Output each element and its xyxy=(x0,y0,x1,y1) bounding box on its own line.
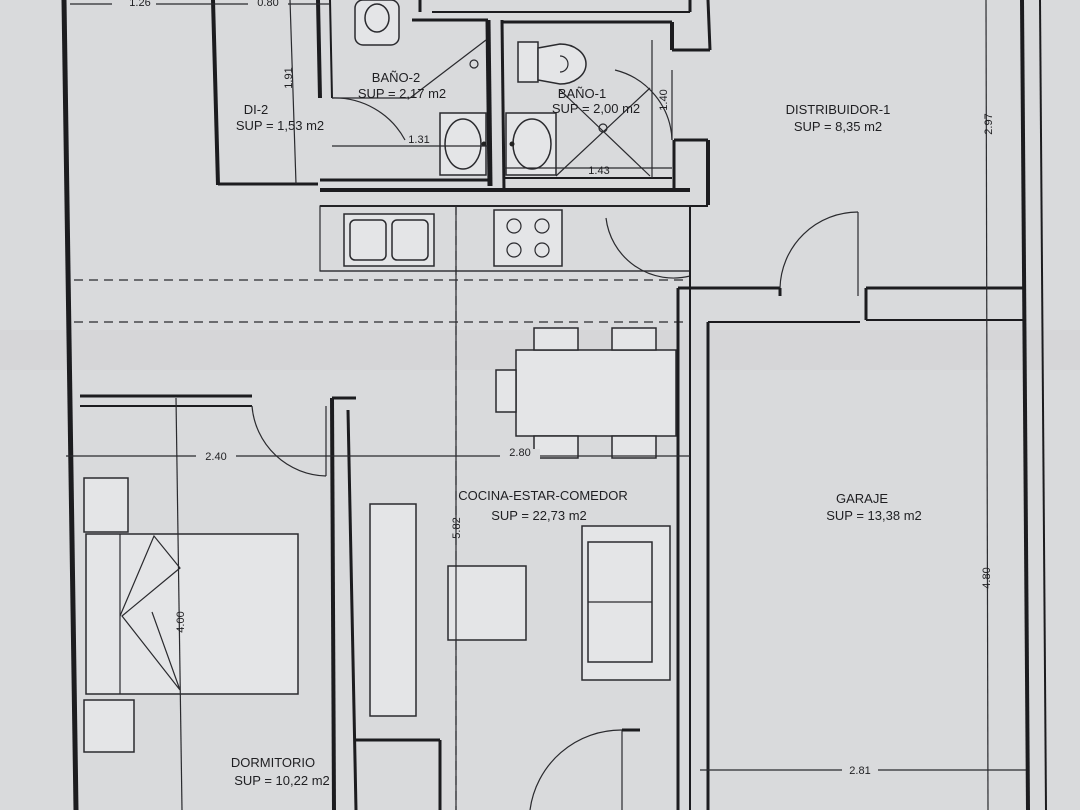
dim-4-00: 4.00 xyxy=(175,611,187,632)
bano1-area: SUP = 2,00 m2 xyxy=(552,101,640,116)
garaje-name: GARAJE xyxy=(836,491,888,506)
di2-area: SUP = 1,53 m2 xyxy=(236,118,324,133)
dim-0-80: 0.80 xyxy=(257,0,278,9)
sanitary-fixtures xyxy=(354,0,651,177)
kitchen-counter xyxy=(319,205,691,279)
dim-1-26: 1.26 xyxy=(129,0,150,9)
di2-name: DI-2 xyxy=(244,102,269,117)
distribuidor1-name: DISTRIBUIDOR-1 xyxy=(786,102,891,117)
dim-5-82: 5.82 xyxy=(451,517,463,538)
furniture xyxy=(83,327,677,753)
bano2-name: BAÑO-2 xyxy=(372,70,420,85)
dim-2-97: 2.97 xyxy=(983,113,995,134)
distribuidor1-area: SUP = 8,35 m2 xyxy=(794,119,882,134)
dim-1-91: 1.91 xyxy=(283,67,295,88)
dim-2-81: 2.81 xyxy=(849,765,870,777)
bano2-area: SUP = 2,17 m2 xyxy=(358,86,446,101)
bano1-name: BAÑO-1 xyxy=(558,86,606,101)
garaje-area: SUP = 13,38 m2 xyxy=(826,508,922,523)
dormitorio-name: DORMITORIO xyxy=(231,755,315,770)
dim-1-40: 1.40 xyxy=(658,89,670,110)
cocina-area: SUP = 22,73 m2 xyxy=(491,508,587,523)
dim-2-80: 2.80 xyxy=(509,447,530,459)
dim-1-43: 1.43 xyxy=(588,165,609,177)
cocina-name: COCINA-ESTAR-COMEDOR xyxy=(458,488,627,503)
dim-4-80: 4.80 xyxy=(981,567,993,588)
interior-walls xyxy=(80,206,1026,810)
dim-1-31: 1.31 xyxy=(408,134,429,146)
bathroom-block-walls xyxy=(211,0,712,207)
dormitorio-area: SUP = 10,22 m2 xyxy=(234,773,330,788)
outer-walls xyxy=(61,0,1047,810)
bathroom-doors xyxy=(331,69,673,141)
dim-2-40: 2.40 xyxy=(205,451,226,463)
